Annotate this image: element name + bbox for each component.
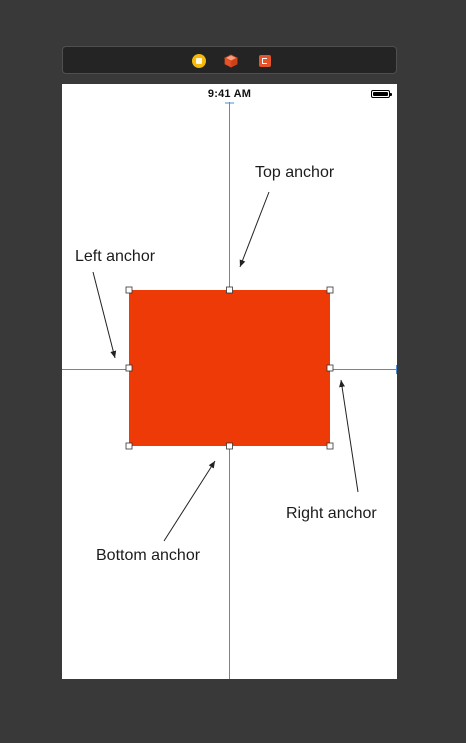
resize-handle-top-left[interactable]	[125, 286, 133, 294]
resize-handle-left[interactable]	[125, 364, 133, 372]
layout-canvas	[62, 102, 397, 679]
device-canvas[interactable]: 9:41 AM T	[62, 84, 397, 679]
resize-handle-top[interactable]	[226, 286, 233, 294]
right-anchor-label: Right anchor	[286, 505, 377, 522]
view-controller-icon[interactable]	[192, 54, 206, 68]
resize-handle-top-right[interactable]	[326, 286, 334, 294]
resize-handle-bottom-right[interactable]	[326, 442, 334, 450]
battery-icon	[371, 90, 392, 98]
resize-handle-bottom[interactable]	[226, 442, 233, 450]
top-anchor-arrow	[239, 191, 270, 268]
bottom-anchor-label: Bottom anchor	[96, 547, 201, 564]
bottom-anchor-arrow	[163, 460, 216, 542]
right-anchor-arrow	[339, 379, 359, 493]
red-view[interactable]	[129, 290, 330, 446]
status-time: 9:41 AM	[207, 88, 252, 100]
scene-dock	[62, 46, 397, 74]
left-anchor-arrow	[92, 271, 117, 359]
exit-icon[interactable]	[259, 55, 271, 67]
resize-handle-bottom-left[interactable]	[125, 442, 133, 450]
resize-handle-right[interactable]	[326, 364, 334, 372]
top-anchor-label: Top anchor	[255, 164, 335, 181]
first-responder-icon[interactable]	[224, 54, 238, 68]
left-anchor-label: Left anchor	[75, 248, 156, 265]
